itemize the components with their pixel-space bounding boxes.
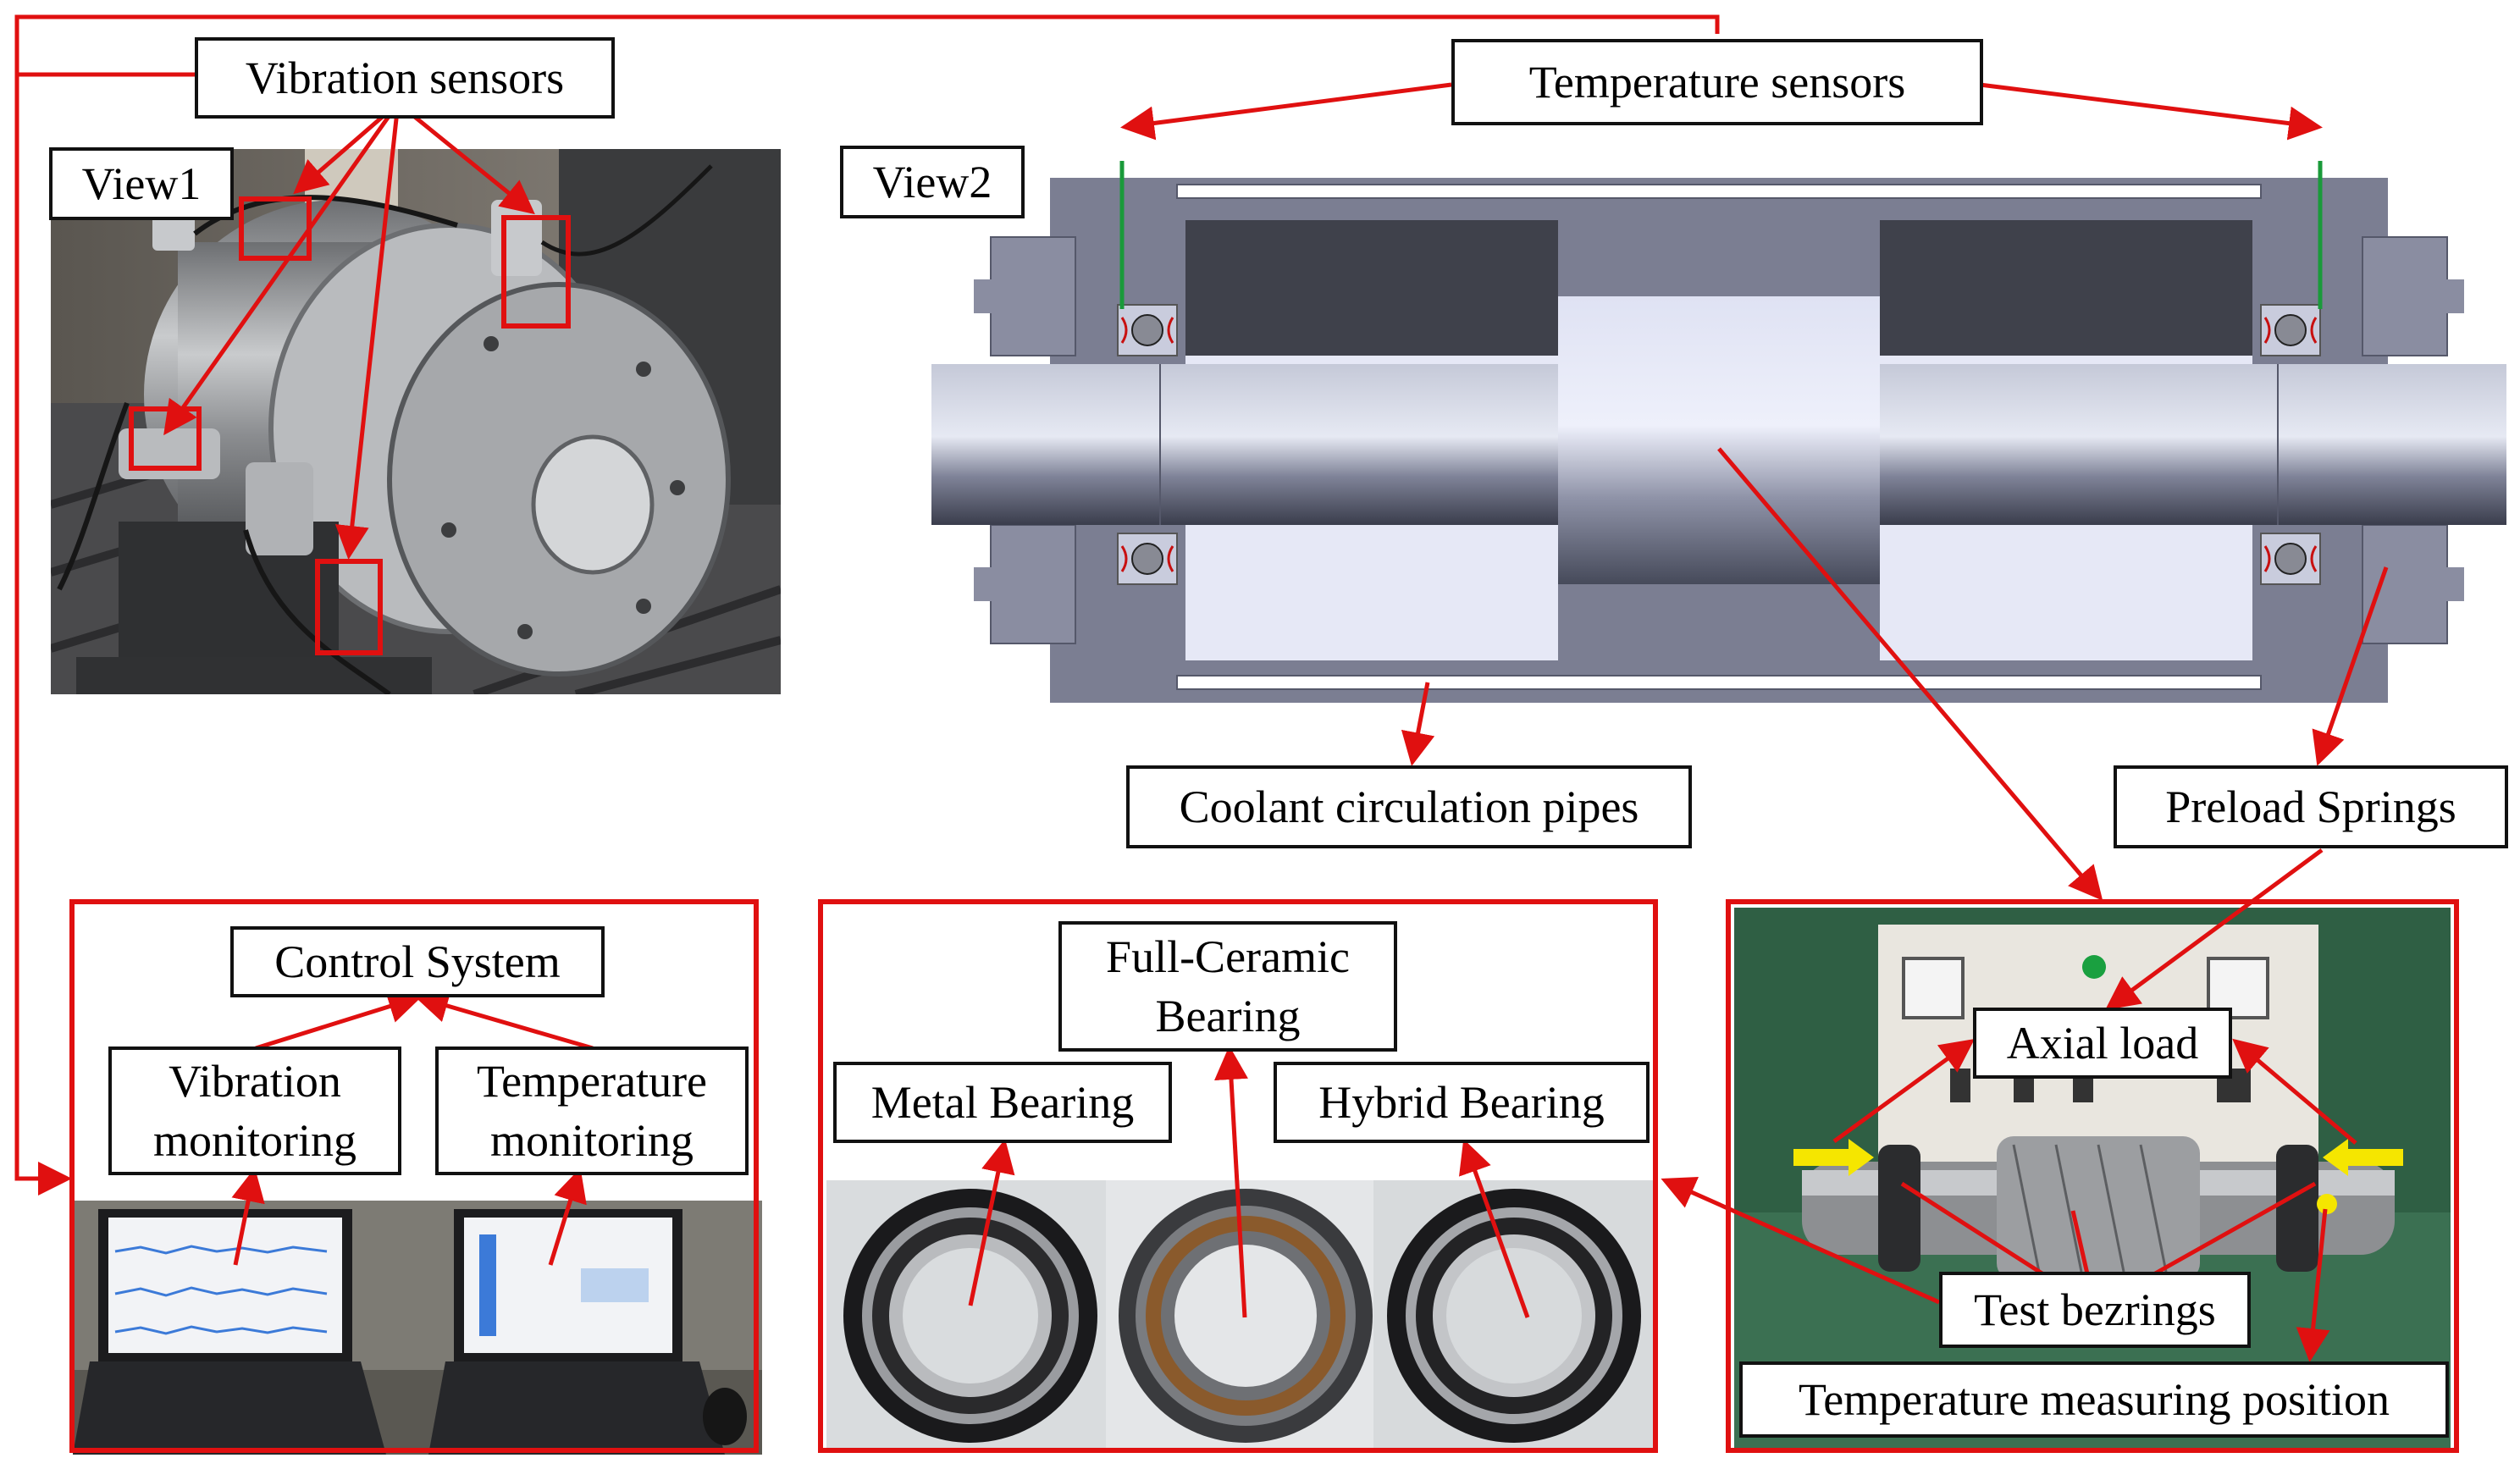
label-vibration-monitoring: Vibration monitoring <box>108 1047 401 1175</box>
label-vibration-monitoring-line1: Vibration <box>169 1056 341 1107</box>
label-test-bearings: Test bezrings <box>1939 1272 2251 1348</box>
label-temperature-sensors: Temperature sensors <box>1451 39 1983 125</box>
label-temperature-monitoring: Temperature monitoring <box>435 1047 749 1175</box>
sensor-box-2 <box>501 215 571 329</box>
label-test-bearings-text: Test bezrings <box>1974 1284 2216 1335</box>
axial-load-frame <box>1726 899 2459 1453</box>
label-full-ceramic-line2: Bearing <box>1155 991 1301 1041</box>
label-temperature-measuring-position-text: Temperature measuring position <box>1798 1374 2390 1425</box>
label-vibration-monitoring-line2: monitoring <box>153 1115 356 1166</box>
view2-cross-section <box>931 161 2506 703</box>
label-temperature-monitoring-line1: Temperature <box>476 1056 708 1107</box>
label-view2-text: View2 <box>872 157 992 207</box>
label-view2: View2 <box>840 146 1025 218</box>
label-coolant-pipes: Coolant circulation pipes <box>1126 765 1692 848</box>
label-temperature-sensors-text: Temperature sensors <box>1528 57 1906 108</box>
label-control-system: Control System <box>230 926 605 997</box>
label-vibration-sensors: Vibration sensors <box>195 37 615 119</box>
label-metal-bearing-text: Metal Bearing <box>870 1077 1135 1128</box>
label-temperature-monitoring-line2: monitoring <box>490 1115 694 1166</box>
label-full-ceramic-line1: Full-Ceramic <box>1106 931 1350 982</box>
control-system-photo <box>73 1201 762 1455</box>
label-hybrid-bearing-text: Hybrid Bearing <box>1318 1077 1605 1128</box>
sensor-box-3 <box>129 406 202 471</box>
label-coolant-pipes-text: Coolant circulation pipes <box>1179 781 1639 832</box>
label-preload-springs-text: Preload Springs <box>2165 781 2456 832</box>
label-temperature-measuring-position: Temperature measuring position <box>1739 1361 2449 1438</box>
label-view1-text: View1 <box>81 158 202 209</box>
label-view1: View1 <box>49 147 234 220</box>
label-vibration-sensors-text: Vibration sensors <box>245 52 565 103</box>
label-full-ceramic-bearing: Full-Ceramic Bearing <box>1058 921 1397 1052</box>
sensor-box-4 <box>315 559 383 655</box>
label-preload-springs: Preload Springs <box>2114 765 2508 848</box>
label-metal-bearing: Metal Bearing <box>833 1062 1172 1143</box>
label-control-system-text: Control System <box>274 936 561 987</box>
label-axial-load: Axial load <box>1973 1008 2232 1079</box>
label-hybrid-bearing: Hybrid Bearing <box>1274 1062 1650 1143</box>
label-axial-load-text: Axial load <box>2006 1018 2199 1069</box>
sensor-box-1 <box>239 196 312 261</box>
